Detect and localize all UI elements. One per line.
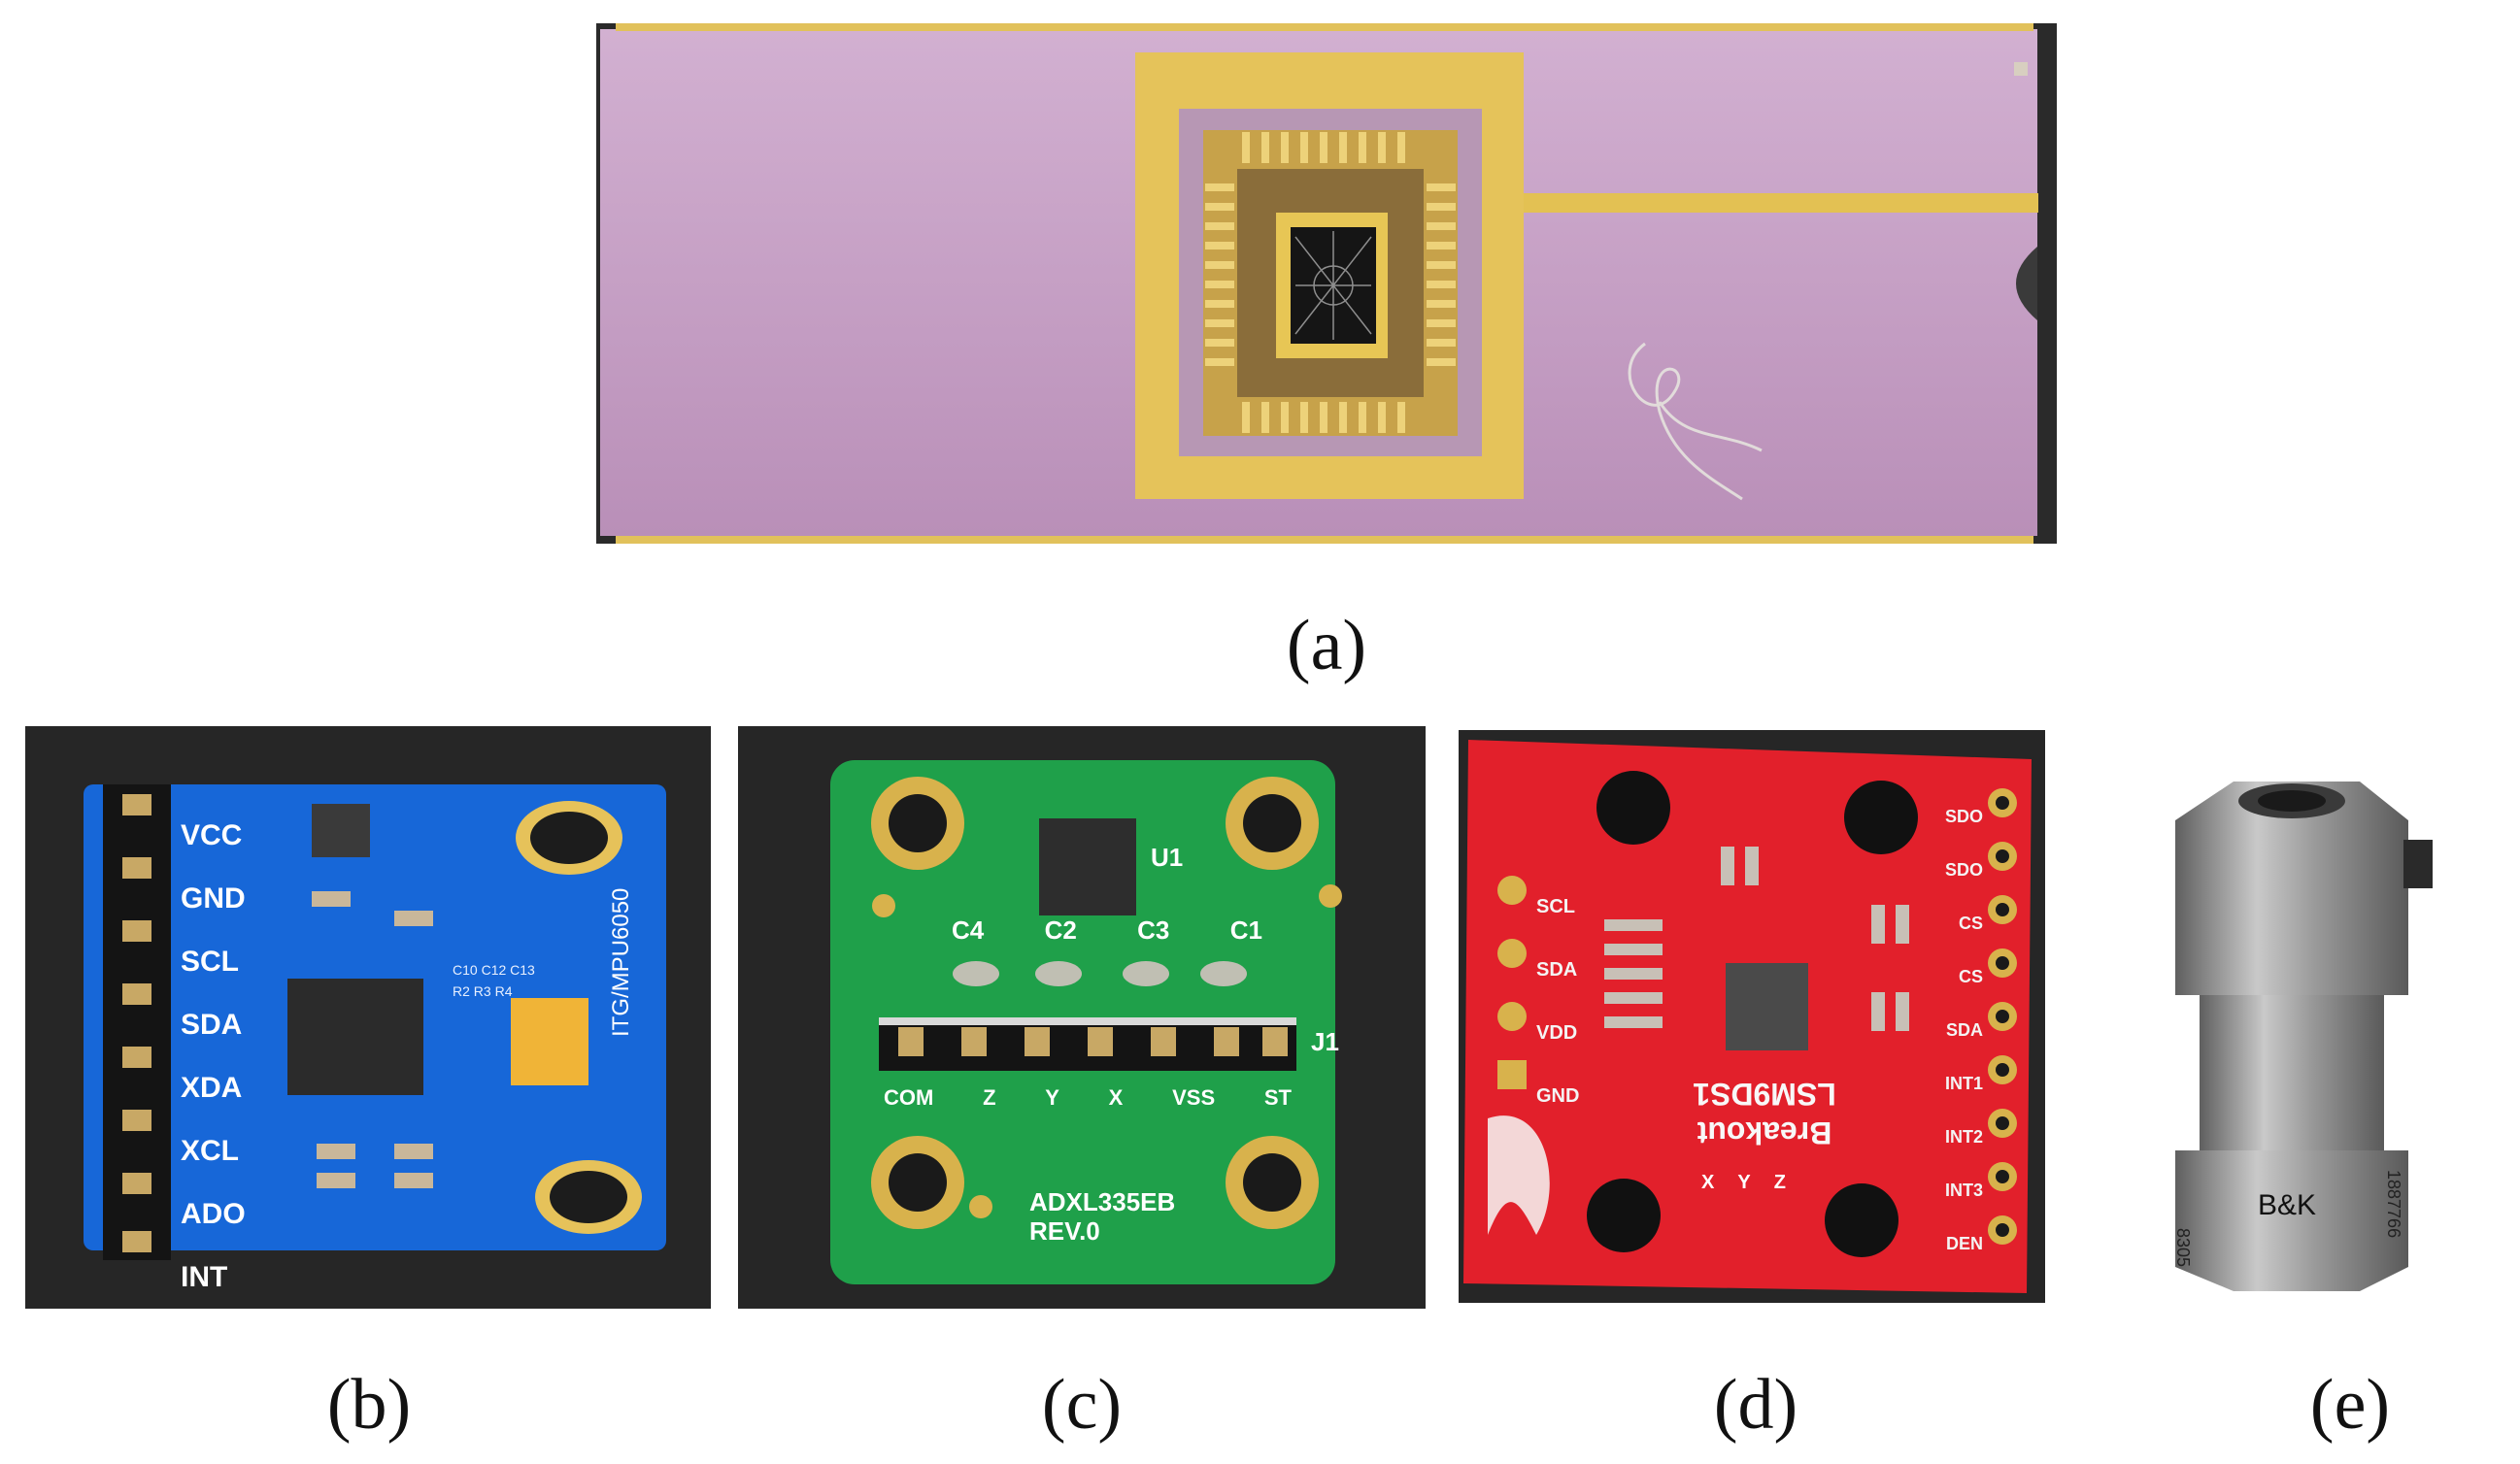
photo-e-bk-accelerometer: B&K 8305 1887766 <box>2146 772 2437 1296</box>
lsm-axis-y: Y <box>1737 1172 1751 1193</box>
lsm-left-pin-3: VDD <box>1536 1022 1578 1044</box>
adxl-chip-ref: U1 <box>1151 843 1184 872</box>
mpu-label-r2: R2 <box>453 983 470 999</box>
bk-brand-text: B&K <box>2258 1189 2317 1221</box>
lsm-right-pin-7: INT2 <box>1944 1127 1983 1147</box>
mpu-label-c10: C10 <box>453 962 478 978</box>
bk-model-text: 8305 <box>2173 1228 2193 1268</box>
caption-a: (a) <box>1286 606 1367 685</box>
adxl-cap-c4: C4 <box>952 915 985 945</box>
adxl-pin-st: ST <box>1263 1085 1292 1110</box>
adxl-cap-c1: C1 <box>1229 915 1262 945</box>
mpu-pin-xcl: XCL <box>181 1135 239 1167</box>
mpu-label-c13: C13 <box>510 962 535 978</box>
lsm-right-pin-5: SDA <box>1945 1020 1983 1040</box>
mpu-pin-scl: SCL <box>181 946 239 978</box>
lsm-axis-x: X <box>1701 1172 1715 1193</box>
mpu-pin-vcc: VCC <box>181 819 243 851</box>
lsm-title: LSM9DS1 <box>1693 1077 1836 1112</box>
lsm-subtitle: Breakout <box>1697 1115 1832 1150</box>
lsm-right-pin-9: DEN <box>1945 1234 1983 1253</box>
adxl-board-text: ADXL335EB REV.0 <box>1029 1187 1175 1246</box>
bk-accelerometer-illustration <box>2146 772 2437 1296</box>
caption-d: (d) <box>1713 1365 1798 1445</box>
lsm-axis-z: Z <box>1773 1172 1786 1193</box>
adxl-cap-c2: C2 <box>1044 915 1077 945</box>
lsm-left-pin-2: SDA <box>1536 959 1578 981</box>
photo-d-lsm9ds1-board: Breakout LSM9DS1 SCL SDA VDD GND SDO SDO… <box>1459 730 2045 1303</box>
lsm-title-block: Breakout LSM9DS1 <box>1653 1075 1876 1152</box>
adxl-header-ref: J1 <box>1311 1027 1339 1056</box>
adxl-pin-z: Z <box>983 1085 996 1110</box>
adxl-cap-c3: C3 <box>1137 915 1170 945</box>
caption-e: (e) <box>2309 1365 2391 1445</box>
lsm-right-pin-3: CS <box>1958 914 1983 933</box>
lsm-right-pin-labels: SDO SDO CS CS SDA INT1 INT2 INT3 DEN <box>1925 790 1983 1271</box>
mpu-pin-gnd: GND <box>181 882 246 915</box>
mpu-pin-ado: ADO <box>181 1198 246 1230</box>
lsm-right-pin-2: SDO <box>1944 860 1983 880</box>
adxl-board-rev: REV.0 <box>1029 1216 1100 1246</box>
lsm-axis-labels: X Y Z <box>1701 1172 1786 1194</box>
lsm-left-pin-1: SCL <box>1536 896 1575 917</box>
adxl-pin-y: Y <box>1045 1085 1059 1110</box>
dip-package-illustration <box>596 23 2057 544</box>
mpu6050-component-labels: C10 C12 C13 R2 R3 R4 <box>453 959 535 1002</box>
mpu-pin-int: INT <box>181 1261 228 1293</box>
mpu-pin-xda: XDA <box>181 1072 243 1104</box>
lsm-left-pin-4: GND <box>1536 1085 1580 1107</box>
lsm-right-pin-8: INT3 <box>1944 1181 1983 1200</box>
lsm-right-pin-6: INT1 <box>1944 1074 1983 1093</box>
adxl-pin-com: COM <box>884 1085 934 1110</box>
mpu-label-c12: C12 <box>481 962 507 978</box>
bk-serial-text: 1887766 <box>2384 1170 2403 1239</box>
caption-c: (c) <box>1041 1365 1123 1445</box>
lsm9ds1-board-illustration <box>1459 730 2045 1303</box>
adxl-cap-labels: C4 C2 C3 C1 <box>952 915 1262 946</box>
mpu6050-chip-text: ITG/MPU6050 <box>608 887 634 1037</box>
adxl-pin-vss: VSS <box>1172 1085 1216 1110</box>
photo-c-adxl335-board: U1 J1 C4 C2 C3 C1 COM Z Y X VSS ST ADXL3… <box>738 726 1426 1309</box>
lsm-right-pin-1: SDO <box>1944 807 1983 826</box>
mpu-label-r3: R3 <box>473 983 491 999</box>
mpu6050-pin-labels: VCC GND SCL SDA XDA XCL ADO INT <box>181 804 246 1309</box>
photo-b-mpu6050-board: VCC GND SCL SDA XDA XCL ADO INT ITG/MPU6… <box>25 726 711 1309</box>
mpu6050-board-illustration <box>25 726 711 1309</box>
adxl335-board-illustration <box>738 726 1426 1309</box>
adxl-pin-x: X <box>1108 1085 1124 1110</box>
mpu-label-r4: R4 <box>494 983 513 999</box>
lsm-right-pin-4: CS <box>1958 967 1983 986</box>
photo-a-dip-package <box>596 23 2057 544</box>
mpu-pin-sda: SDA <box>181 1009 243 1041</box>
adxl-board-name: ADXL335EB <box>1029 1187 1176 1216</box>
lsm-left-pin-labels: SCL SDA VDD GND <box>1536 876 1579 1128</box>
caption-b: (b) <box>326 1365 412 1445</box>
adxl-pin-labels: COM Z Y X VSS ST <box>884 1085 1292 1111</box>
